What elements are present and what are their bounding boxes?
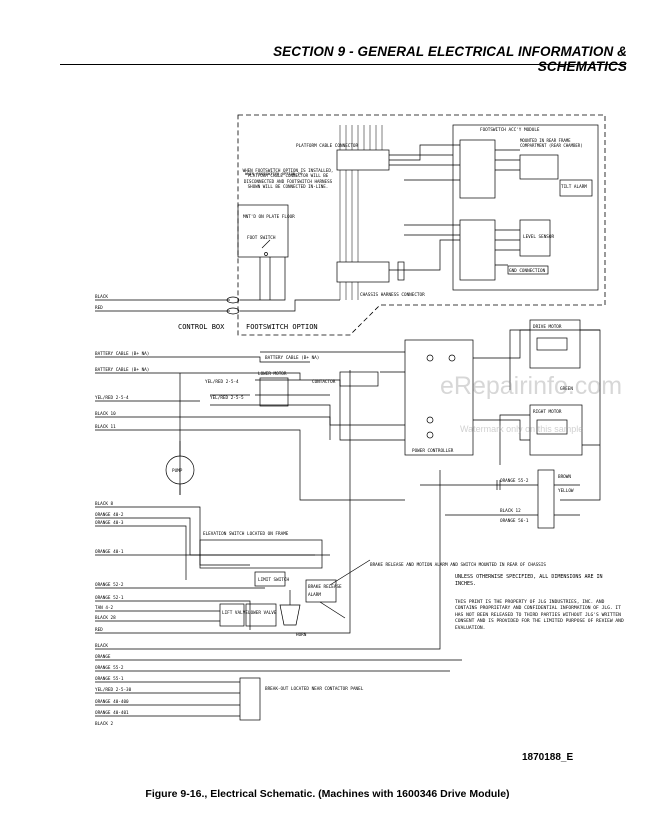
- orange-right2-label: ORANGE 56-1: [500, 518, 529, 524]
- tilt-alarm-label: TILT ALARM: [561, 184, 587, 190]
- mid-label: LOWER MOTOR: [258, 371, 287, 377]
- drive-motor-top-label: DRIVE MOTOR: [533, 324, 562, 330]
- document-number: 1870188_E: [522, 752, 574, 763]
- notes-unless: UNLESS OTHERWISE SPECIFIED, ALL DIMENSIO…: [455, 574, 603, 587]
- wire-label: ORANGE 52-2: [95, 582, 124, 588]
- footswitch-label: FOOT SWITCH: [247, 235, 276, 241]
- wire-label: BATTERY CABLE (B+ NA): [95, 367, 149, 373]
- figure-caption: Figure 9-16., Electrical Schematic. (Mac…: [145, 788, 510, 800]
- wire-label: BLACK 8: [95, 501, 114, 507]
- wire-label: BLACK: [95, 643, 108, 649]
- power-controller-box: [404, 339, 474, 456]
- brake-release-label: BRAKE RELEASE: [308, 584, 342, 590]
- limit-switch-label: LIMIT SWITCH: [258, 577, 289, 583]
- footswitch-option-label: FOOTSWITCH OPTION: [246, 323, 318, 331]
- drive-motor-bottom-label: RIGHT MOTOR: [533, 409, 562, 415]
- platform-connector-label: PLATFORM CABLE CONNECTOR: [296, 143, 358, 149]
- motor-notes-label: BRAKE RELEASE AND MOTION ALARM AND SWITC…: [370, 562, 546, 568]
- wire-label: BLACK 11: [95, 424, 116, 430]
- wire-label: YEL/RED 2-5-4: [95, 395, 129, 401]
- gnd-connection-label: GND CONNECTION: [509, 268, 546, 274]
- wire-label: ORANGE 40-1: [95, 549, 124, 555]
- wire-label: TAN 4-2: [95, 605, 114, 611]
- footswitch-floor-note: MNT'D ON PLATE FLOOR: [243, 214, 295, 220]
- wire-label: ORANGE 40-3: [95, 520, 124, 526]
- watermark-main: eRepairinfo.com: [440, 372, 623, 400]
- lower-valve-label: LOWER VALVE: [248, 610, 277, 616]
- header-rule: [60, 64, 626, 65]
- wire-label: BLACK 28: [95, 615, 116, 621]
- footswitch-note: WHEN FOOTSWITCH OPTION IS: [245, 171, 303, 176]
- black-right-label: BLACK 12: [500, 508, 521, 514]
- level-sensor-label: LEVEL SENSOR: [523, 234, 554, 240]
- power-controller-label: POWER CONTROLLER: [412, 448, 454, 454]
- control-box-label: CONTROL BOX: [178, 323, 225, 331]
- wire-label: RED: [95, 627, 103, 633]
- breakout-label: BREAK-OUT LOCATED NEAR CONTACTOR PANEL: [265, 686, 364, 692]
- wire-label: ORANGE 55-2: [95, 665, 124, 671]
- wire-label: ORANGE 40-2: [95, 512, 124, 518]
- yellow-label: YELLOW: [558, 488, 574, 494]
- chassis-harness-label: CHASSIS HARNESS CONNECTOR: [360, 292, 425, 298]
- wire-label: BLACK 10: [95, 411, 116, 417]
- mid-label: CONTACTOR: [312, 379, 336, 385]
- wire-label: ORANGE 55-1: [95, 676, 124, 682]
- lift-valve-label: LIFT VALVE: [222, 610, 248, 616]
- footswitch-full-note: WHEN FOOTSWITCH OPTION IS INSTALLED, PLA…: [242, 168, 334, 190]
- elevation-switch-label: ELEVATION SWITCH LOCATED ON FRAME: [203, 531, 289, 537]
- wire-label: ORANGE 40-401: [95, 710, 129, 716]
- wire-label: ORANGE 52-1: [95, 595, 124, 601]
- breakout-box: [239, 677, 261, 721]
- upper-dashed-box: [237, 114, 606, 336]
- green-label: GREEN: [560, 386, 573, 392]
- footswitch-box: [237, 204, 289, 258]
- wire-label: BATTERY CABLE (B+ NA): [95, 351, 149, 357]
- brown-label: BROWN: [558, 474, 571, 480]
- mid-label: YEL/RED 2-5-4: [205, 379, 239, 385]
- section-header: SECTION 9 - GENERAL ELECTRICAL INFORMATI…: [273, 44, 627, 74]
- control-box-black: BLACK: [95, 294, 108, 300]
- module-title: FOOTSWITCH ACC'Y MODULE: [480, 127, 540, 133]
- pump-label: PUMP: [172, 468, 183, 474]
- mid-label: YEL/RED 2-5-5: [210, 395, 244, 401]
- wire-label: YEL/RED 2-5-30: [95, 687, 132, 693]
- notes-property: THIS PRINT IS THE PROPERTY OF JLG INDUST…: [455, 600, 624, 631]
- wire-label: BLACK 2: [95, 721, 114, 727]
- watermark-sub: Watermark only on this sample: [460, 424, 584, 434]
- footswitch-module-box: [452, 124, 599, 291]
- drive-motor-top: [529, 319, 581, 369]
- control-box-red: RED: [95, 305, 103, 311]
- wire-label: ORANGE 40-400: [95, 699, 129, 705]
- drive-motor-bottom: [529, 404, 583, 456]
- wire-label: ORANGE: [95, 654, 111, 660]
- module-note: MOUNTED IN REAR FRAME COMPARTMENT (REAR …: [520, 138, 583, 148]
- alarm-label: ALARM: [308, 592, 321, 598]
- horn-label: HORN: [296, 632, 307, 638]
- mid-label: BATTERY CABLE (B+ NA): [265, 355, 319, 361]
- orange-right-label: ORANGE 55-2: [500, 478, 529, 484]
